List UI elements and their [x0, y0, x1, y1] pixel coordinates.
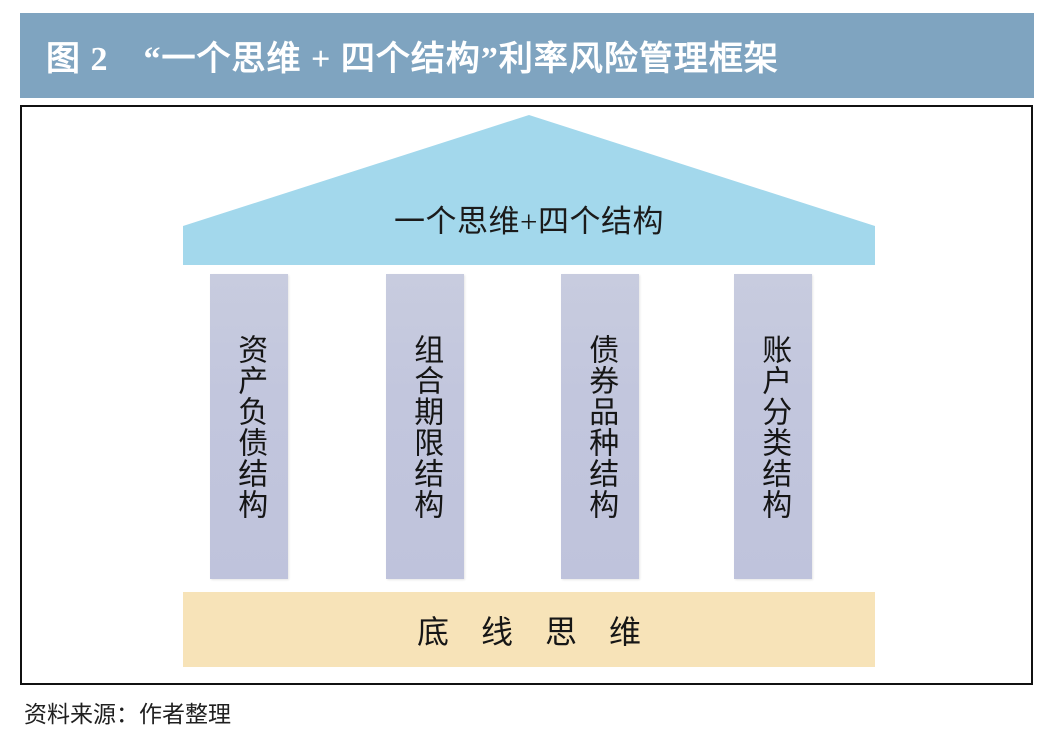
source-note: 资料来源：作者整理	[24, 702, 231, 727]
diagram-base: 底 线 思 维	[183, 592, 875, 667]
pillar-label: 组合期限结构	[409, 333, 443, 520]
roof-label: 一个思维+四个结构	[394, 204, 664, 239]
pillar-account-classification-structure: 账户分类结构	[734, 274, 812, 579]
pillar-label: 资产负债结构	[233, 333, 267, 520]
pillar-portfolio-duration-structure: 组合期限结构	[386, 274, 464, 579]
figure-content-box: 一个思维+四个结构 资产负债结构 组合期限结构 债券品种结构 账户分类结构 底 …	[20, 105, 1033, 685]
base-label: 底 线 思 维	[416, 613, 653, 650]
figure-title-text: 图 2 “一个思维 + 四个结构”利率风险管理框架	[46, 41, 779, 78]
figure-title-bar: 图 2 “一个思维 + 四个结构”利率风险管理框架	[20, 13, 1034, 98]
pillar-label: 账户分类结构	[757, 333, 791, 520]
pillar-label: 债券品种结构	[584, 333, 618, 520]
pillar-asset-liability-structure: 资产负债结构	[210, 274, 288, 579]
diagram-roof: 一个思维+四个结构	[183, 115, 875, 265]
temple-framework-diagram: 一个思维+四个结构 资产负债结构 组合期限结构 债券品种结构 账户分类结构 底 …	[22, 107, 1031, 683]
roof-shape	[183, 115, 875, 265]
pillar-bond-type-structure: 债券品种结构	[561, 274, 639, 579]
